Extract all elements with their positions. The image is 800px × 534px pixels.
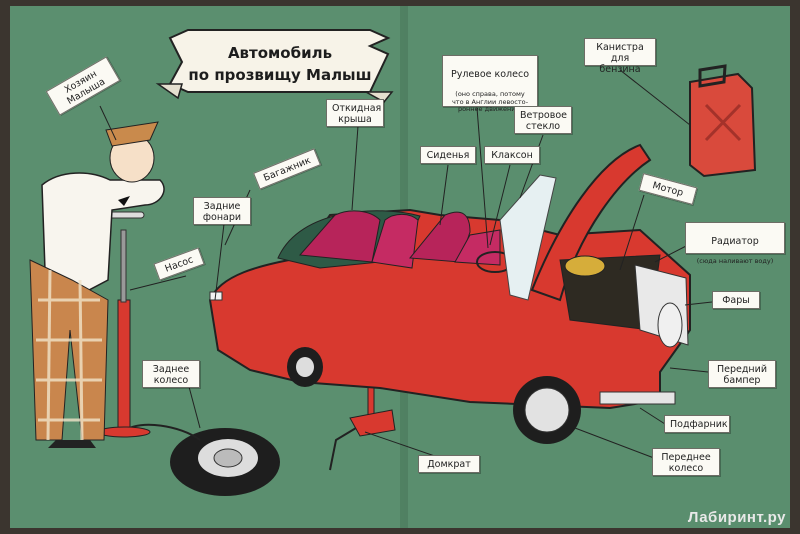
label-folding-roof: Откидная крыша bbox=[326, 99, 384, 127]
radiator-note: (сюда наливают воду) bbox=[696, 257, 774, 265]
man-figure bbox=[29, 121, 165, 448]
label-fuel-canister: Канистра для бензина bbox=[584, 38, 656, 75]
label-steering-wheel: Рулевое колесо (оно справа, потому что в… bbox=[442, 55, 538, 113]
steering-wheel-title: Рулевое колесо bbox=[450, 69, 530, 80]
pointer-lines bbox=[99, 69, 713, 464]
label-fender: Подфарник bbox=[664, 415, 730, 433]
title-ribbon bbox=[155, 29, 394, 103]
label-rear-wheel: Заднее колесо bbox=[142, 360, 200, 388]
label-horn: Клаксон bbox=[484, 146, 540, 164]
label-jack: Домкрат bbox=[418, 455, 480, 473]
watermark: Лабиринт.ру bbox=[687, 509, 786, 526]
steering-wheel-note: (оно справа, потому что в Англии левостo… bbox=[451, 90, 529, 113]
label-front-wheel: Переднее колесо bbox=[652, 448, 720, 476]
car-jack bbox=[329, 359, 396, 471]
fuel-canister bbox=[689, 64, 757, 178]
tire bbox=[170, 428, 280, 496]
label-rear-lights: Задние фонари bbox=[193, 197, 251, 225]
label-front-bumper: Передний бампер bbox=[708, 360, 776, 388]
car bbox=[208, 143, 691, 444]
label-seats: Сиденья bbox=[420, 146, 476, 164]
label-radiator: Радиатор (сюда наливают воду) bbox=[685, 222, 785, 265]
radiator-title: Радиатор bbox=[711, 236, 759, 247]
air-pump bbox=[97, 211, 151, 438]
label-headlights: Фары bbox=[712, 291, 760, 309]
label-windshield: Ветровое стекло bbox=[514, 106, 572, 134]
